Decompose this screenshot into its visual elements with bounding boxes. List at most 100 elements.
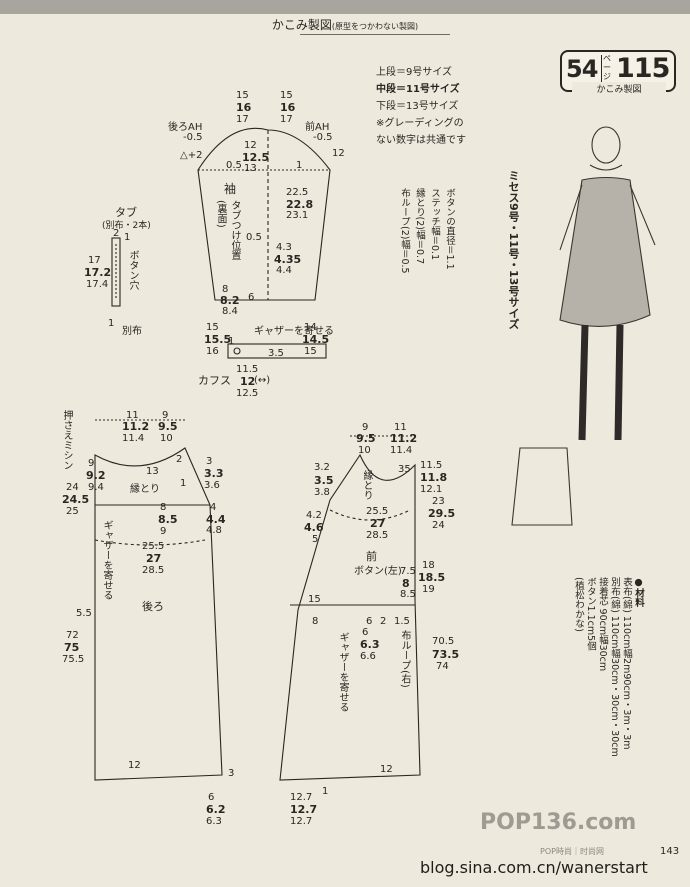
back-top-l-s: 11 [126,410,139,421]
page-ref-divider [601,55,602,83]
sleeve-draft [197,127,331,301]
sleeve-inner-m: 4.35 [274,253,302,266]
sleeve-tab-05: 0.5 [246,232,262,243]
front-len-r-s: 18 [422,560,435,571]
front-bodice-draft [279,435,421,781]
sleeve-cap-m: 12.5 [242,151,270,164]
front-1: 1 [322,786,329,797]
detail-notes: ボタンの直径＝1.1 ステッチ幅＝0.1 縁とり(2)幅＝0.7 布ループ(2)… [399,188,455,274]
sleeve-top-b-l: 17 [280,114,293,125]
front-neck-v: 35 [398,464,411,475]
back-name: 後ろ [142,600,164,613]
front-top-r-s: 11 [394,422,407,433]
front-pocket-s: 6 [362,627,369,638]
front-loop: 布ループ(右) [399,630,410,688]
materials-list: ●材料 表布(綿) 110cm幅2m90cm・3m・3m 別布(綿) 110cm… [573,577,644,757]
front-yoke-l: 28.5 [366,530,389,541]
front-arm-s: 4.2 [306,510,322,521]
back-top-l-m: 11.2 [122,420,150,433]
back-yoke-s: 25.5 [142,541,165,552]
back-side-s: 24 [66,482,79,493]
front-bot-s: 12.7 [290,792,313,803]
back-arm-s: 8 [160,502,167,513]
page-ref-unit: ページ [603,54,611,81]
tab-len-m: 17.2 [84,266,112,279]
back-yoke-m: 27 [146,552,162,565]
sleeve-cuff-r-l: 15 [304,346,317,357]
front-top-l-l: 10 [358,445,371,456]
back-arm-l: 9 [160,526,167,537]
back-sh-l: 3.6 [204,480,220,491]
back-yoke-l: 28.5 [142,565,165,576]
front-len-r-m: 18.5 [418,571,446,584]
sleeve-hem-s: 8 [222,284,229,295]
front-yoke-s: 25.5 [366,506,389,517]
page-ref-left: 54 [566,55,598,83]
header-bar [0,0,690,14]
tab-ten: 1 [108,318,115,329]
label-front-ah: 前AH [305,122,330,133]
tab-draft [111,237,121,307]
back-arm-m: 8.5 [158,513,178,526]
title-underline [300,34,450,35]
sleeve-width-m: 22.8 [286,198,314,211]
sleeve-tab-position: タブつけ位置 [229,200,240,260]
sleeve-top-b-s: 15 [280,90,293,101]
back-sh-s: 3 [206,456,213,467]
tab-button-hole: ボタン穴 [127,250,138,290]
back-len-s: 72 [66,630,79,641]
sleeve-cuff-l-m: 15.5 [204,333,232,346]
back-hem-r-l: 6.3 [206,816,222,827]
cuff-w-l: 12.5 [236,388,259,399]
front-btn-m: 8 [402,577,410,590]
tab-r1: 1 [124,232,131,243]
cuff-w-m: 12 [240,375,256,388]
sleeve-inner-s: 4.3 [276,242,292,253]
front-top-l-s: 9 [362,422,369,433]
sleeve-1: 1 [296,160,303,171]
back-hem-r-s: 6 [208,792,215,803]
sleeve-6: 6 [248,292,255,303]
back-sh-m: 3.3 [204,467,224,480]
back-hem-r-m: 6.2 [206,803,226,816]
tab-width: 2 [113,228,120,239]
tab-len-s: 17 [88,255,101,266]
size-legend: 上段＝9号サイズ 中段＝11号サイズ 下段＝13号サイズ ※グレーディングの な… [376,67,466,146]
front-neck-r-m: 11.8 [420,471,448,484]
front-hem: 12 [380,764,393,775]
front-side-m: 29.5 [428,507,456,520]
front-arm-l: 5 [312,534,319,545]
front-binding: 縁とり [361,470,372,500]
cuff-tag: (↔) [254,375,271,386]
back-arm-r-m: 4.4 [206,513,226,526]
back-len-m: 75 [64,641,80,654]
label-minus: -0.5 [183,132,203,143]
front-6: 6 [366,616,373,627]
cuff-draft [227,343,327,359]
front-pocket-m: 6.3 [360,638,380,651]
watermark-logo: POP136.com [480,810,637,835]
sleeve-name: 袖 [224,182,237,196]
front-len-r-l: 19 [422,584,435,595]
back-3: 3 [228,768,235,779]
tab-note: (別布・2本) [102,221,151,231]
label-minus2: -0.5 [313,132,333,143]
back-neck-m: 9.2 [86,469,106,482]
model-sizes: ミセス9号・11号・13号サイズ [507,170,520,330]
front-sh-s: 3.2 [314,462,330,473]
model-illustration [511,126,656,526]
back-top-l-l: 11.4 [122,433,145,444]
page-title: かこみ製図(原型をつかわない製図) [271,18,419,32]
sleeve-cuff-r-s: 14 [304,322,317,333]
back-binding: 縁とり [130,484,160,495]
front-side-s: 23 [432,496,445,507]
cuff-w-s: 11.5 [236,364,259,375]
cuff-35: 3.5 [268,348,284,359]
tab-name: タブ [115,206,137,219]
front-btn-l: 8.5 [400,589,416,600]
cuff-name: カフス [198,374,231,387]
sleeve-cuff-r-m: 14.5 [302,333,330,346]
sleeve-width-l: 23.1 [286,210,309,221]
page-ref-label: かこみ製図 [572,82,666,95]
sleeve-cap-l: 13 [244,163,257,174]
